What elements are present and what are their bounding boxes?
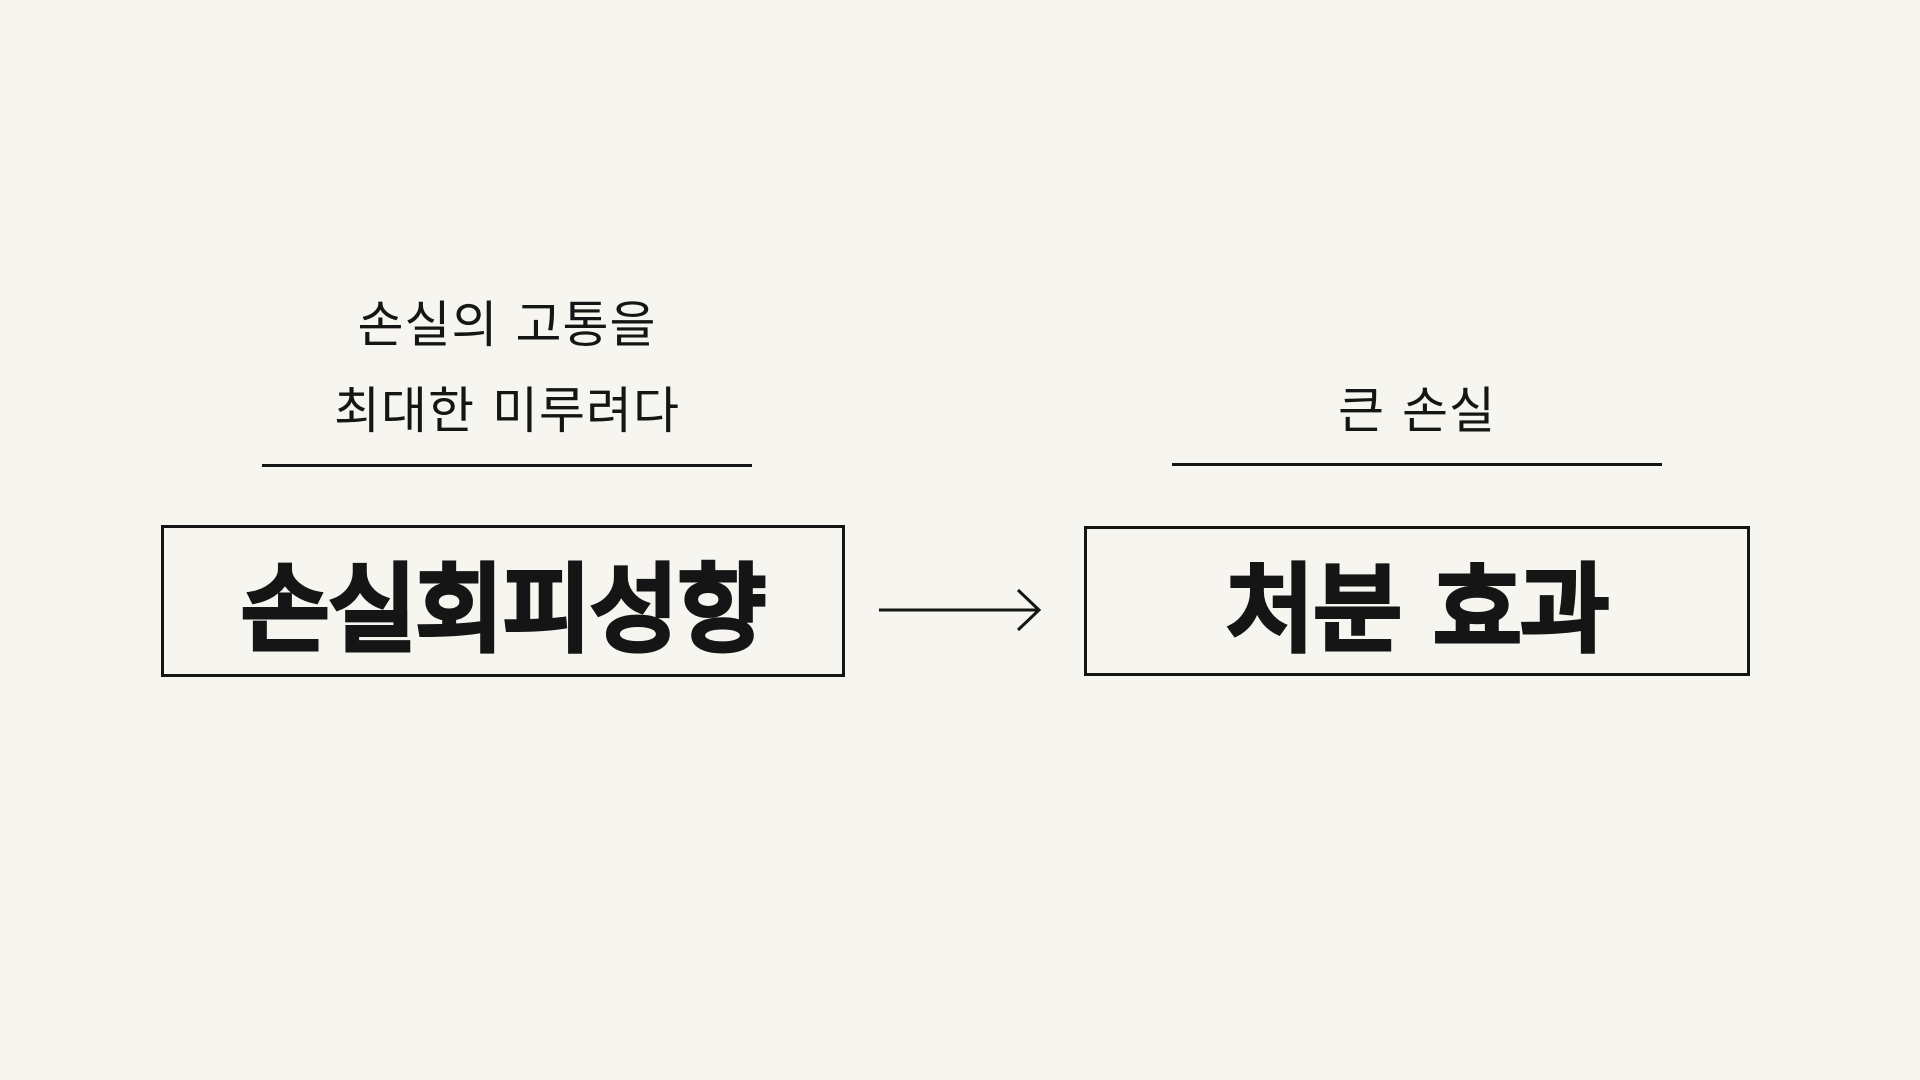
disposition-effect-box: 처분 효과 [1084,526,1750,676]
loss-aversion-label: 손실회피성향 [240,552,768,667]
right-caption: 큰 손실 [1172,368,1662,454]
disposition-effect-label: 처분 효과 [1225,552,1611,667]
loss-aversion-box: 손실회피성향 [161,525,845,677]
left-caption-line-1: 손실의 고통을 [357,296,657,354]
left-caption-line-2: 최대한 미루려다 [334,382,680,440]
left-caption-underline [262,464,752,467]
right-caption-line: 큰 손실 [1338,382,1496,440]
right-caption-underline [1172,463,1662,466]
left-caption: 손실의 고통을 최대한 미루려다 [262,282,752,454]
arrow-right-icon [879,588,1042,632]
